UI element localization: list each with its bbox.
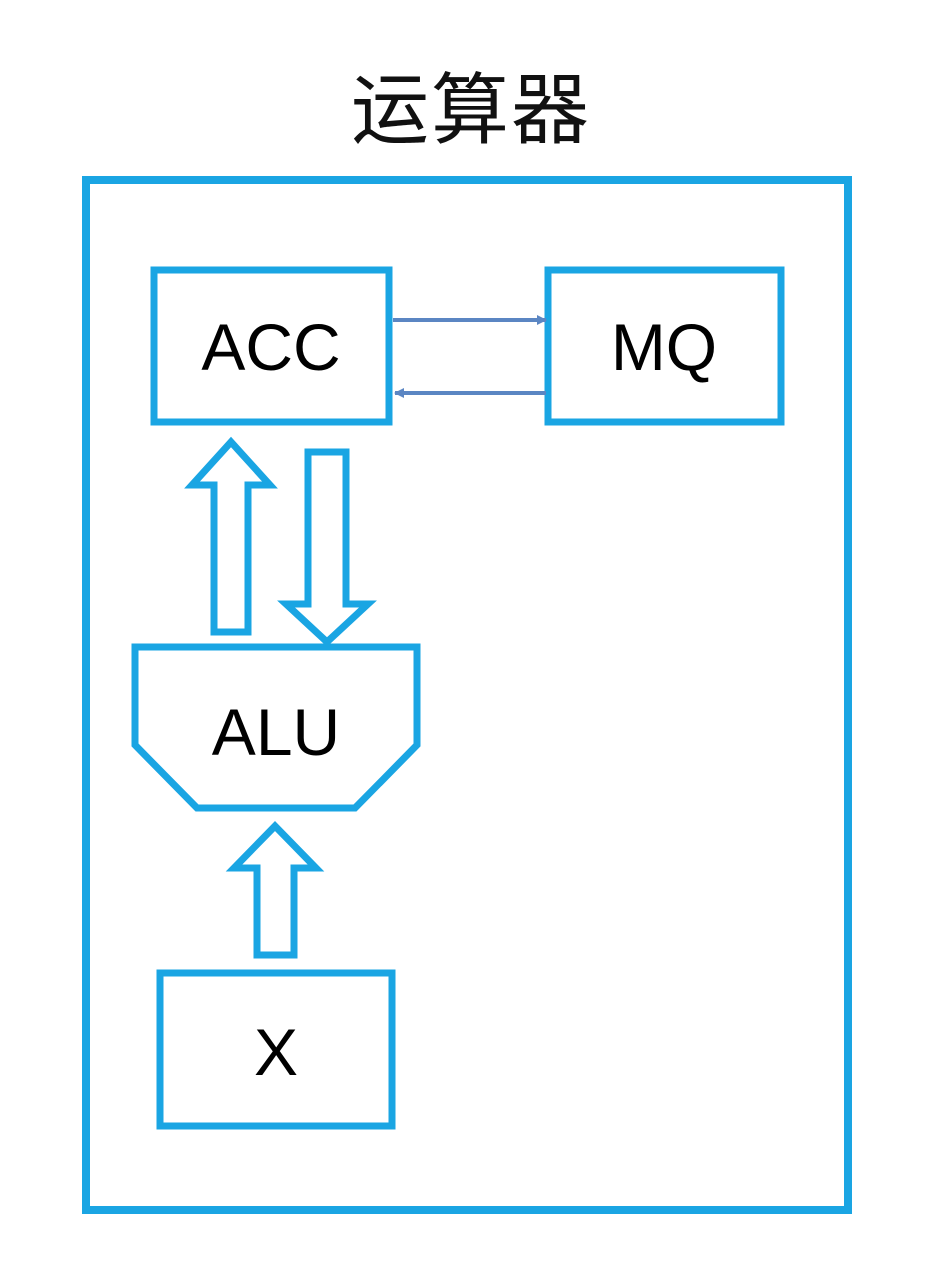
mq-box: [544, 266, 785, 426]
mq-register: MQ: [544, 266, 785, 426]
mq-label: MQ: [611, 310, 717, 384]
alu-shape: [131, 643, 421, 812]
alu-unit: ALU: [131, 643, 421, 812]
x-label: X: [254, 1015, 298, 1089]
x-register: X: [156, 969, 396, 1130]
alu-to-acc-up-arrow: [184, 436, 278, 636]
x-to-alu-up-arrow: [225, 820, 325, 959]
acc-register: ACC: [150, 266, 393, 426]
arithmetic-unit-container: [82, 176, 852, 1214]
alu-label: ALU: [212, 695, 340, 769]
acc-to-alu-down-arrow: [277, 448, 377, 647]
x-box: [156, 969, 396, 1130]
acc-label: ACC: [201, 310, 340, 384]
diagram-title: 运算器: [350, 66, 591, 156]
acc-box: [150, 266, 393, 426]
